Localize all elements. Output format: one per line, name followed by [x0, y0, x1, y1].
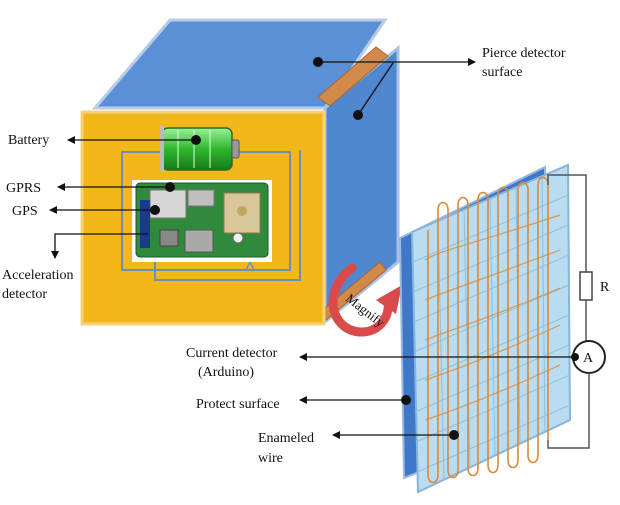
pcb-board-icon	[132, 180, 272, 262]
pierce-label-line1: Pierce detector	[482, 46, 566, 61]
accel-label-line1: Acceleration	[2, 268, 74, 283]
resistor-icon	[579, 271, 593, 301]
circuit-lead	[154, 150, 301, 281]
cube-top-face	[91, 18, 388, 110]
labels: Pierce detector surface Battery GPRS GPS…	[2, 46, 566, 466]
enameled-label-line2: wire	[258, 451, 283, 466]
gprs-label: GPRS	[6, 181, 41, 196]
panel-grid	[412, 175, 571, 481]
external-circuit-wire-3	[547, 373, 590, 449]
current-label-line2: (Arduino)	[198, 365, 254, 380]
enameled-label-line1: Enameled	[258, 431, 314, 446]
magnified-panel: R A	[398, 163, 610, 494]
enameled-wire-horizontal	[424, 214, 561, 421]
pierce-leader-2	[357, 62, 394, 116]
current-label-line1: Current detector	[186, 346, 278, 361]
device-cube	[80, 18, 400, 326]
pierce-label-line2: surface	[482, 65, 522, 80]
external-circuit-wire	[547, 174, 587, 272]
gps-label: GPS	[12, 204, 38, 219]
battery-label: Battery	[8, 133, 49, 148]
resistor-label: R	[600, 280, 610, 295]
leader-lines	[49, 58, 575, 439]
ammeter-label: A	[583, 351, 594, 366]
protect-label: Protect surface	[196, 397, 280, 412]
accel-label-line2: detector	[2, 287, 47, 302]
enameled-wire	[427, 176, 549, 484]
panel-front-face	[410, 163, 572, 494]
magnify-label: Magnify	[343, 291, 388, 331]
accel-leader	[51, 233, 148, 259]
battery-icon	[160, 126, 240, 172]
